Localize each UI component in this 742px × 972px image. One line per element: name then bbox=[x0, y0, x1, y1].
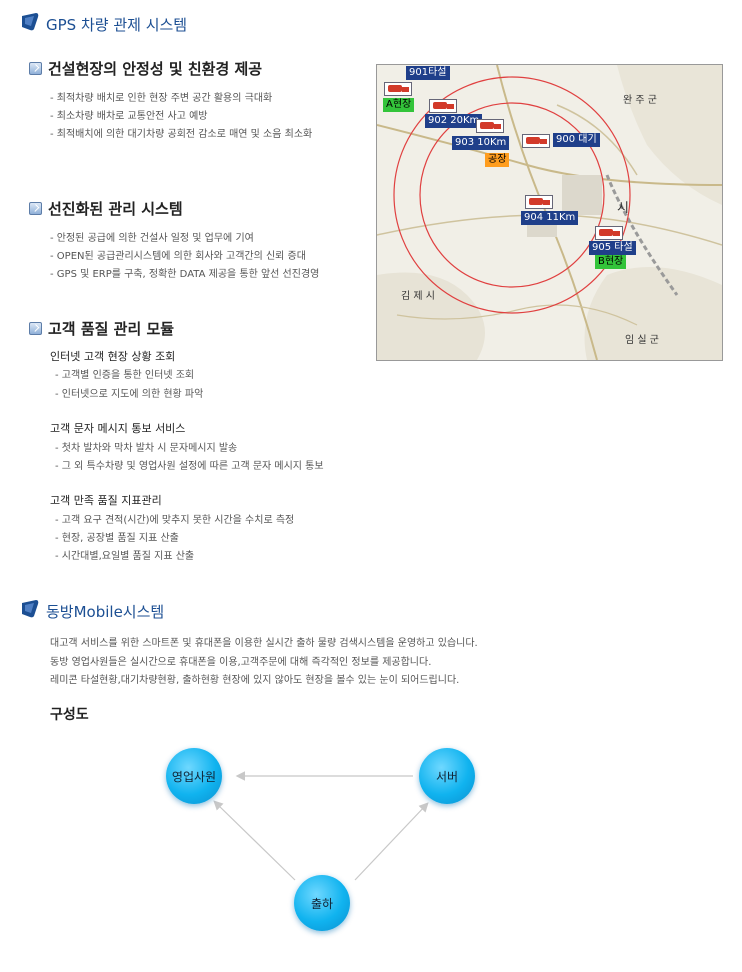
block-title-safety: 건설현장의 안정성 및 친환경 제공 bbox=[48, 60, 263, 78]
block-title-quality: 고객 품질 관리 모듈 bbox=[48, 320, 175, 338]
bullet-item: - 최적배치에 의한 대기차량 공회전 감소로 매연 및 소음 최소화 bbox=[50, 129, 313, 140]
bullet-item: - 고객 요구 견적(시간)에 맞추지 못한 시간을 수치로 측정 bbox=[55, 515, 295, 526]
bullet-item: - 인터넷으로 지도에 의한 현황 파악 bbox=[55, 389, 204, 400]
place-label: 임 실 군 bbox=[625, 335, 659, 346]
truck-icon bbox=[525, 195, 553, 209]
bullet-item: - 최소차량 배차로 교통안전 사고 예방 bbox=[50, 111, 208, 122]
site-tag-a: A현장 bbox=[383, 98, 415, 112]
mobile-paragraph: 레미콘 타설현황,대기차량현황, 출하현황 현장에 있지 않아도 현장을 볼수 … bbox=[50, 675, 460, 686]
section-title-mobile: 동방Mobile시스템 bbox=[46, 603, 165, 621]
group-title: 고객 만족 품질 지표관리 bbox=[50, 494, 162, 507]
section-marker-icon bbox=[22, 600, 39, 618]
place-label: 완 주 군 bbox=[623, 95, 657, 106]
block-title-management: 선진화된 관리 시스템 bbox=[48, 200, 183, 218]
vehicle-tag-903: 903 10Km bbox=[452, 136, 510, 150]
arrow-shipping-to-server bbox=[354, 802, 429, 881]
mobile-paragraph: 대고객 서비스를 위한 스마트폰 및 휴대폰을 이용한 실시간 출하 물량 검색… bbox=[50, 638, 478, 649]
truck-icon bbox=[476, 119, 504, 133]
vehicle-tag-902: 902 20Km bbox=[425, 114, 483, 128]
group-title: 고객 문자 메시지 통보 서비스 bbox=[50, 422, 186, 435]
place-label: 김 제 시 bbox=[401, 291, 435, 302]
place-label: 시 bbox=[617, 201, 629, 216]
factory-tag: 공장 bbox=[485, 153, 510, 167]
gps-map: 김 제 시 완 주 군 임 실 군 시 901타설 A현장 902 20Km 9… bbox=[376, 64, 723, 361]
node-server: 서버 bbox=[419, 748, 475, 804]
bullet-item: - 현장, 공장별 품질 지표 산출 bbox=[55, 533, 179, 544]
truck-icon bbox=[384, 82, 412, 96]
vehicle-tag-900: 900 대기 bbox=[553, 133, 600, 147]
bullet-item: - 첫차 발차와 막차 발차 시 문자메시지 발송 bbox=[55, 443, 238, 454]
bullet-item: - 최적차량 배치로 인한 현장 주변 공간 활용의 극대화 bbox=[50, 93, 273, 104]
node-sales: 영업사원 bbox=[166, 748, 222, 804]
bullet-item: - GPS 및 ERP를 구축, 정확한 DATA 제공을 통한 앞선 선진경영 bbox=[50, 269, 320, 280]
bullet-item: - 그 외 특수차량 및 영업사원 설정에 따른 고객 문자 메시지 통보 bbox=[55, 461, 324, 472]
bullet-box-icon bbox=[29, 322, 42, 335]
bullet-box-icon bbox=[29, 202, 42, 215]
bullet-item: - 안정된 공급에 의한 건설사 일정 및 업무에 기여 bbox=[50, 233, 254, 244]
node-shipping: 출하 bbox=[294, 875, 350, 931]
arrow-shipping-to-sales bbox=[213, 800, 296, 881]
vehicle-tag-901: 901타설 bbox=[406, 66, 450, 80]
vehicle-tag-904: 904 11Km bbox=[521, 211, 579, 225]
diagram-arrows bbox=[213, 771, 429, 881]
truck-icon bbox=[522, 134, 550, 148]
bullet-item: - OPEN된 공급관리시스템에 의한 회사와 고객간의 신뢰 증대 bbox=[50, 251, 306, 262]
section-title-gps: GPS 차량 관제 시스템 bbox=[46, 16, 188, 34]
section-marker-icon bbox=[22, 13, 39, 31]
mobile-paragraph: 동방 영업사원들은 실시간으로 휴대폰을 이용,고객주문에 대해 즉각적인 정보… bbox=[50, 657, 432, 668]
diagram-title: 구성도 bbox=[50, 707, 89, 723]
bullet-item: - 고객별 인증을 통한 인터넷 조회 bbox=[55, 370, 195, 381]
vehicle-tag-905: 905 타설 bbox=[589, 241, 636, 255]
truck-icon bbox=[429, 99, 457, 113]
truck-icon bbox=[595, 226, 623, 240]
site-tag-b: B현장 bbox=[595, 255, 627, 269]
bullet-box-icon bbox=[29, 62, 42, 75]
bullet-item: - 시간대별,요일별 품질 지표 산출 bbox=[55, 551, 195, 562]
group-title: 인터넷 고객 현장 상황 조회 bbox=[50, 350, 176, 363]
